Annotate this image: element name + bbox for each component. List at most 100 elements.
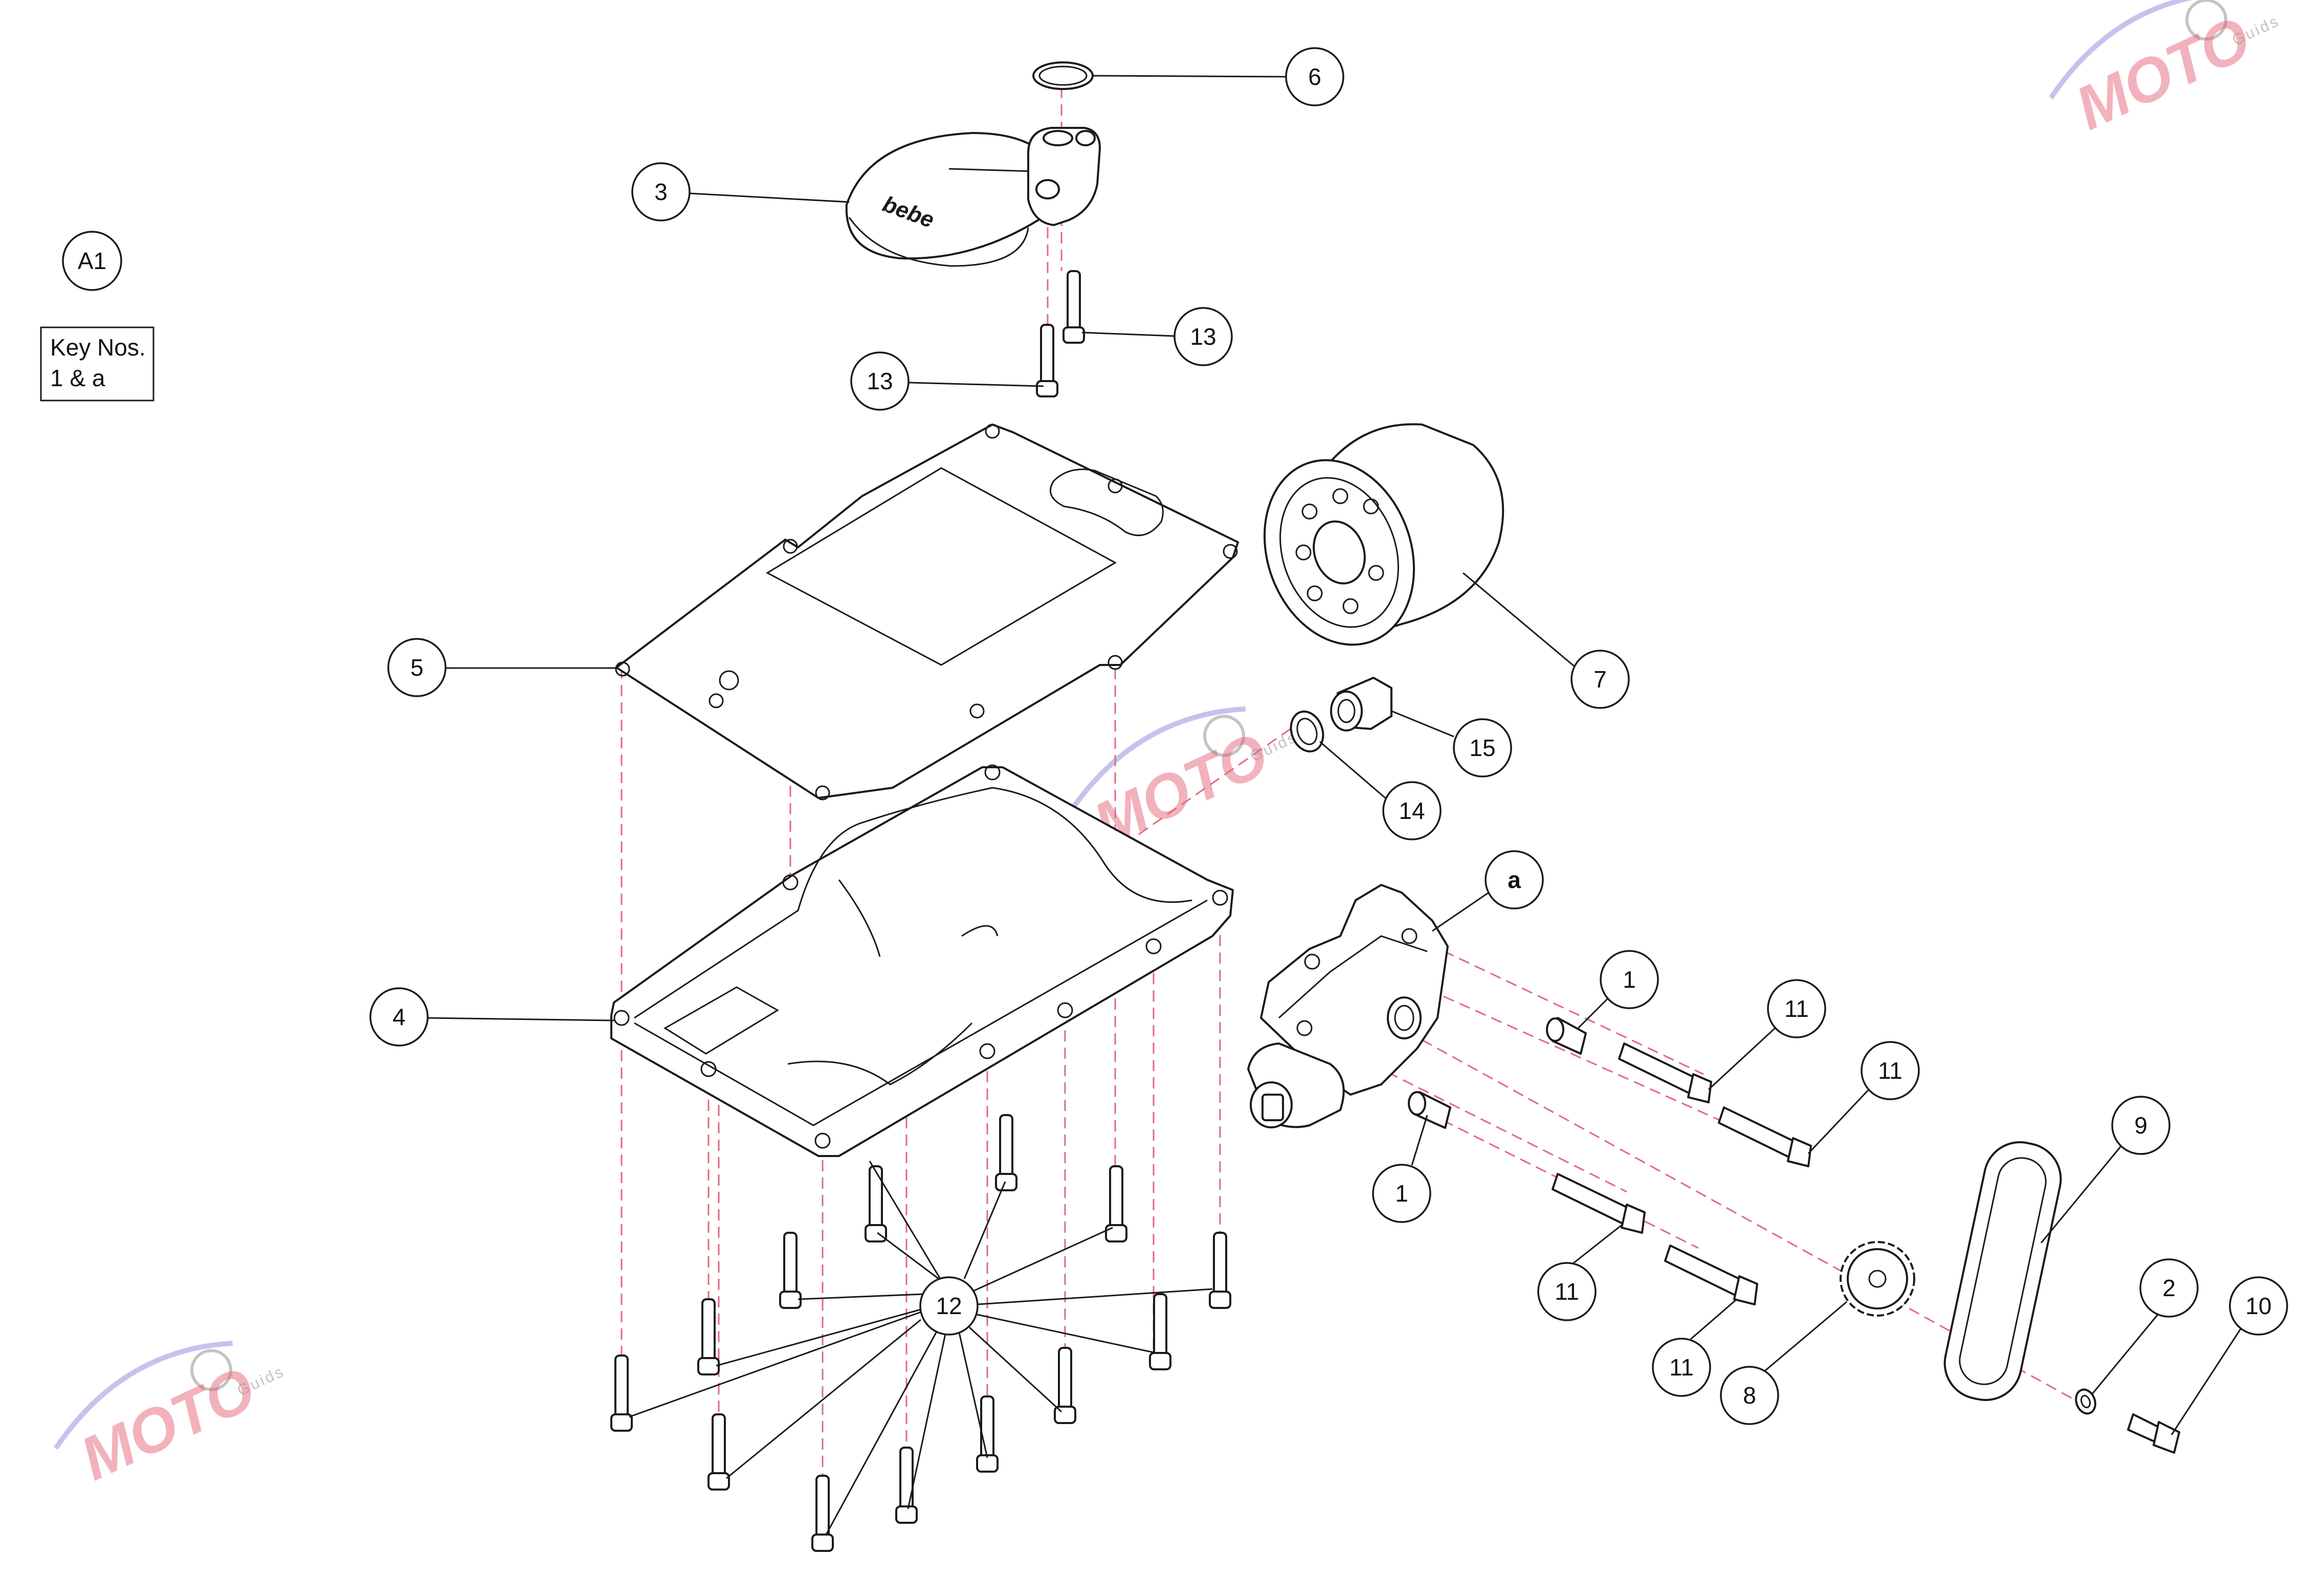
callout-number: 15 xyxy=(1469,735,1495,761)
pan-bolt xyxy=(707,1413,730,1491)
pan-bolt xyxy=(995,1114,1017,1191)
callout-c9: 9 xyxy=(2111,1096,2171,1155)
assembly-guide-lines xyxy=(621,87,2088,1540)
pan-bolt xyxy=(811,1475,834,1552)
callout-circle xyxy=(1382,781,1442,840)
part-oil-pump xyxy=(1247,884,1449,1128)
callout-number: 11 xyxy=(1784,995,1809,1022)
part-drain-washer xyxy=(1290,710,1324,752)
part-drive-chain xyxy=(1943,1141,2062,1401)
callout-circle xyxy=(1485,850,1544,909)
part-oil-pan-bolts xyxy=(610,1114,1231,1552)
callout-circle xyxy=(1570,650,1630,709)
callout-number: 12 xyxy=(936,1293,962,1319)
part-pump-bolt xyxy=(1718,1106,1812,1167)
callout-number: a xyxy=(1508,867,1521,893)
pan-bolt xyxy=(1105,1165,1127,1242)
callout-number: 1 xyxy=(1395,1180,1408,1207)
callout-circle xyxy=(2229,1276,2288,1336)
callout-circle xyxy=(1767,979,1826,1038)
callout-c8: 8 xyxy=(1720,1366,1779,1425)
callout-circle xyxy=(919,1276,979,1336)
callout-circle xyxy=(369,987,429,1047)
callout-circle xyxy=(1372,1164,1431,1223)
callout-number: 3 xyxy=(654,179,668,205)
callout-c15: 15 xyxy=(1453,718,1512,778)
svg-text:Key Nos.: Key Nos. xyxy=(50,334,146,361)
callout-c11d: 11 xyxy=(1652,1338,1711,1397)
watermark-logo-top-right: MOTO Guids xyxy=(2048,0,2283,143)
part-pump-bolt xyxy=(1552,1173,1646,1234)
part-pump-bolt xyxy=(1664,1245,1758,1305)
callout-number: 11 xyxy=(1555,1278,1579,1305)
callout-circle xyxy=(1861,1041,1920,1100)
callout-circle xyxy=(1453,718,1512,778)
part-oil-filter xyxy=(1264,423,1504,646)
svg-text:MOTO: MOTO xyxy=(71,1354,265,1494)
ref-code-badge: A1 xyxy=(62,231,122,291)
callout-number: 11 xyxy=(1878,1057,1902,1084)
callout-c7: 7 xyxy=(1570,650,1630,709)
callout-c1a: 1 xyxy=(1600,950,1659,1009)
part-drain-plug xyxy=(1330,677,1392,731)
callout-c10: 10 xyxy=(2229,1276,2288,1336)
callout-c14: 14 xyxy=(1382,781,1442,840)
callout-c11c: 11 xyxy=(1537,1262,1597,1321)
pan-bolt xyxy=(697,1298,720,1375)
callout-number: 13 xyxy=(1190,323,1216,350)
callout-number: 2 xyxy=(2162,1275,2176,1301)
callout-c1b: 1 xyxy=(1372,1164,1431,1223)
part-pickup-bolt-lower xyxy=(1036,324,1058,397)
part-oil-pan-gasket xyxy=(615,424,1239,801)
callout-circle xyxy=(2139,1258,2199,1318)
part-sprocket-bolt xyxy=(2127,1413,2180,1454)
callout-circle xyxy=(1537,1262,1597,1321)
pan-bolt xyxy=(610,1354,633,1432)
callout-ca: a xyxy=(1485,850,1544,909)
key-numbers-note: Key Nos. 1 & a xyxy=(40,326,154,402)
callout-number: 1 xyxy=(1623,966,1636,993)
callout-c13b: 13 xyxy=(850,351,910,411)
part-pump-bolt xyxy=(1618,1042,1712,1103)
leader-lines xyxy=(427,75,2242,1535)
pan-bolt xyxy=(1209,1232,1231,1309)
pan-bolt xyxy=(779,1232,802,1309)
callout-circle xyxy=(631,162,691,221)
pan-bolt xyxy=(1054,1347,1076,1424)
callout-number: 8 xyxy=(1743,1382,1756,1409)
callout-c5: 5 xyxy=(387,638,447,697)
svg-text:A1: A1 xyxy=(78,248,106,274)
callout-number: 10 xyxy=(2245,1293,2271,1319)
svg-text:MOTO: MOTO xyxy=(2066,4,2261,143)
pan-bolt xyxy=(1149,1293,1171,1370)
part-pump-sprocket xyxy=(1840,1241,1915,1317)
watermark-logo-bottom-left: MOTO Guids xyxy=(53,1340,287,1494)
part-o-ring xyxy=(1032,61,1094,90)
callout-circle xyxy=(850,351,910,411)
callout-number: 4 xyxy=(392,1004,406,1030)
callout-circle xyxy=(1600,950,1659,1009)
callout-c6: 6 xyxy=(1285,47,1344,106)
svg-text:1 & a: 1 & a xyxy=(50,365,105,391)
callout-circle xyxy=(2111,1096,2171,1155)
pan-bolt xyxy=(976,1395,999,1473)
callout-number: 13 xyxy=(867,368,893,394)
callout-circle xyxy=(387,638,447,697)
callout-circle xyxy=(1285,47,1344,106)
callout-number: 6 xyxy=(1308,63,1321,90)
callout-c11b: 11 xyxy=(1861,1041,1920,1100)
callout-number: 11 xyxy=(1669,1354,1694,1381)
part-oil-strainer: bebe xyxy=(845,127,1101,267)
callout-c3: 3 xyxy=(631,162,691,221)
callout-c12: 12 xyxy=(919,1276,979,1336)
callout-number: 14 xyxy=(1399,797,1425,824)
callout-c2: 2 xyxy=(2139,1258,2199,1318)
part-sprocket-washer xyxy=(2075,1388,2096,1415)
callout-circle xyxy=(1174,307,1233,366)
callout-c13a: 13 xyxy=(1174,307,1233,366)
pan-bolt xyxy=(895,1447,918,1524)
callout-number: 7 xyxy=(1593,666,1607,693)
callout-circle xyxy=(1720,1366,1779,1425)
